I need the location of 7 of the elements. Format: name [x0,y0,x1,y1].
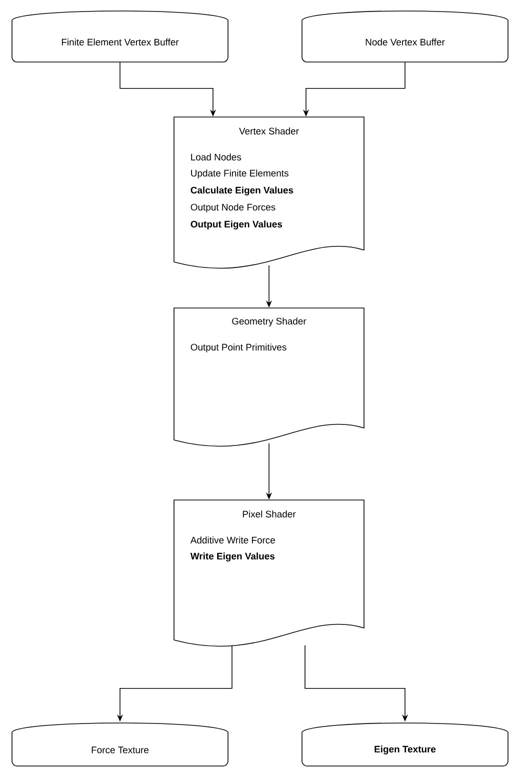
document-shape: Geometry Shader Output Point Primitives [174,308,364,447]
storage-cylinder: Eigen Texture [302,722,508,766]
document-shape: Pixel Shader Additive Write Force Write Eigen Values [174,500,364,647]
storage-cylinder: Finite Element Vertex Buffer [12,10,228,62]
document-shape: Vertex Shader Load Nodes Update Finite Elements Calculate Eigen Values Output Node Forces Output Eigen Values [174,116,364,269]
storage-cylinder: Force Texture [12,722,228,766]
storage-cylinder: Node Vertex Buffer [302,10,508,62]
